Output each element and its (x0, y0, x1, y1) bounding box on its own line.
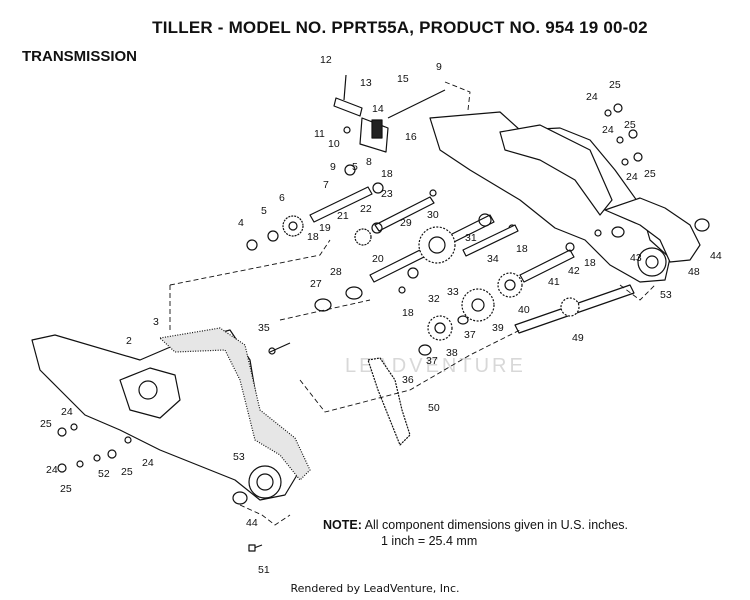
shaft-30 (369, 213, 516, 283)
callout-label: 18 (584, 257, 596, 269)
callout-label: 41 (548, 276, 560, 288)
footer-credit: Rendered by LeadVenture, Inc. (290, 582, 460, 595)
callout-label: 19 (319, 222, 331, 234)
callout-label: 9 (436, 61, 442, 73)
bearings-27-28 (314, 267, 419, 312)
callout-label: 34 (487, 253, 499, 265)
output-shaft-49 (514, 284, 635, 334)
callout-label: 18 (307, 231, 319, 243)
callout-label: 52 (98, 468, 110, 480)
callout-label: 4 (238, 217, 244, 229)
callout-label: 39 (492, 322, 504, 334)
shaft-34 (462, 224, 519, 257)
callout-label: 37 (464, 329, 476, 341)
callout-label: 10 (328, 138, 340, 150)
gear-cluster (418, 272, 523, 356)
callout-label: 16 (405, 131, 417, 143)
callout-label: 31 (465, 232, 477, 244)
callout-label: 53 (233, 451, 245, 463)
callout-label: 53 (660, 289, 672, 301)
callout-label: 49 (572, 332, 584, 344)
callout-label: 29 (400, 217, 412, 229)
callout-label: 5 (261, 205, 267, 217)
left-housing-half (31, 327, 311, 501)
callout-label: 6 (279, 192, 285, 204)
callout-label: 18 (516, 243, 528, 255)
bearing-44-left (232, 491, 248, 505)
shaft-41 (519, 226, 625, 283)
callout-label: 33 (447, 286, 459, 298)
page-title: TILLER - MODEL NO. PPRT55A, PRODUCT NO. … (152, 18, 648, 37)
callout-label: 21 (337, 210, 349, 222)
callout-label: 32 (428, 293, 440, 305)
callout-label: 25 (60, 483, 72, 495)
callout-label: 27 (310, 278, 322, 290)
callout-label: 3 (153, 316, 159, 328)
callout-label: 44 (246, 517, 258, 529)
callout-label: 50 (428, 402, 440, 414)
callout-label: 18 (402, 307, 414, 319)
callout-label: 35 (258, 322, 270, 334)
callout-label: 22 (360, 203, 372, 215)
gear-6 (246, 215, 304, 251)
callout-label: 5 (352, 161, 358, 173)
callout-label: 23 (381, 188, 393, 200)
callout-label: 14 (372, 103, 384, 115)
callout-label: 25 (40, 418, 52, 430)
bolt-35 (268, 342, 291, 355)
callout-label: 8 (366, 156, 372, 168)
callout-label: 15 (397, 73, 409, 85)
fasteners-left (57, 423, 132, 473)
note-label: NOTE: (323, 518, 362, 532)
callout-label: 25 (609, 79, 621, 91)
callout-label: 20 (372, 253, 384, 265)
input-shaft (309, 164, 384, 223)
callout-label: 43 (630, 252, 642, 264)
callout-label: 48 (688, 266, 700, 278)
callout-label: 11 (314, 128, 325, 140)
callout-label: 38 (446, 347, 458, 359)
bearing-44-right (694, 218, 710, 232)
callout-label: 37 (426, 355, 438, 367)
note-line-1: All component dimensions given in U.S. i… (364, 518, 629, 532)
callout-label: 40 (518, 304, 530, 316)
callout-label: 13 (360, 77, 372, 89)
shift-lever-assembly (333, 74, 446, 153)
note-line-2: 1 inch = 25.4 mm (381, 534, 478, 548)
callout-label: 25 (121, 466, 133, 478)
callout-label: 36 (402, 374, 414, 386)
dimensions-note: NOTE: All component dimensions given in … (323, 517, 628, 549)
callout-label: 24 (602, 124, 614, 136)
bolt-51 (248, 544, 263, 552)
fasteners-right (604, 103, 643, 166)
drive-chain-50 (367, 357, 411, 446)
callout-label: 25 (624, 119, 636, 131)
callout-label: 51 (258, 564, 270, 576)
assembly-guide-lines (169, 81, 656, 526)
right-housing-half (429, 111, 701, 283)
callout-label: 9 (330, 161, 336, 173)
callout-label: 24 (142, 457, 154, 469)
callout-label: 7 (323, 179, 329, 191)
callout-label: 18 (381, 168, 393, 180)
callout-label: 24 (586, 91, 598, 103)
callout-label: 2 (126, 335, 132, 347)
callout-label: 12 (320, 54, 332, 66)
callout-label: 44 (710, 250, 722, 262)
callout-label: 30 (427, 209, 439, 221)
callout-label: 24 (626, 171, 638, 183)
callout-label: 25 (644, 168, 656, 180)
shaft-23 (354, 189, 437, 246)
callouts: 12 13 15 9 14 11 10 16 9 5 8 7 18 23 6 5… (40, 54, 722, 576)
section-title: TRANSMISSION (22, 48, 138, 65)
callout-label: 24 (46, 464, 58, 476)
callout-label: 28 (330, 266, 342, 278)
callout-label: 42 (568, 265, 580, 277)
callout-label: 24 (61, 406, 73, 418)
